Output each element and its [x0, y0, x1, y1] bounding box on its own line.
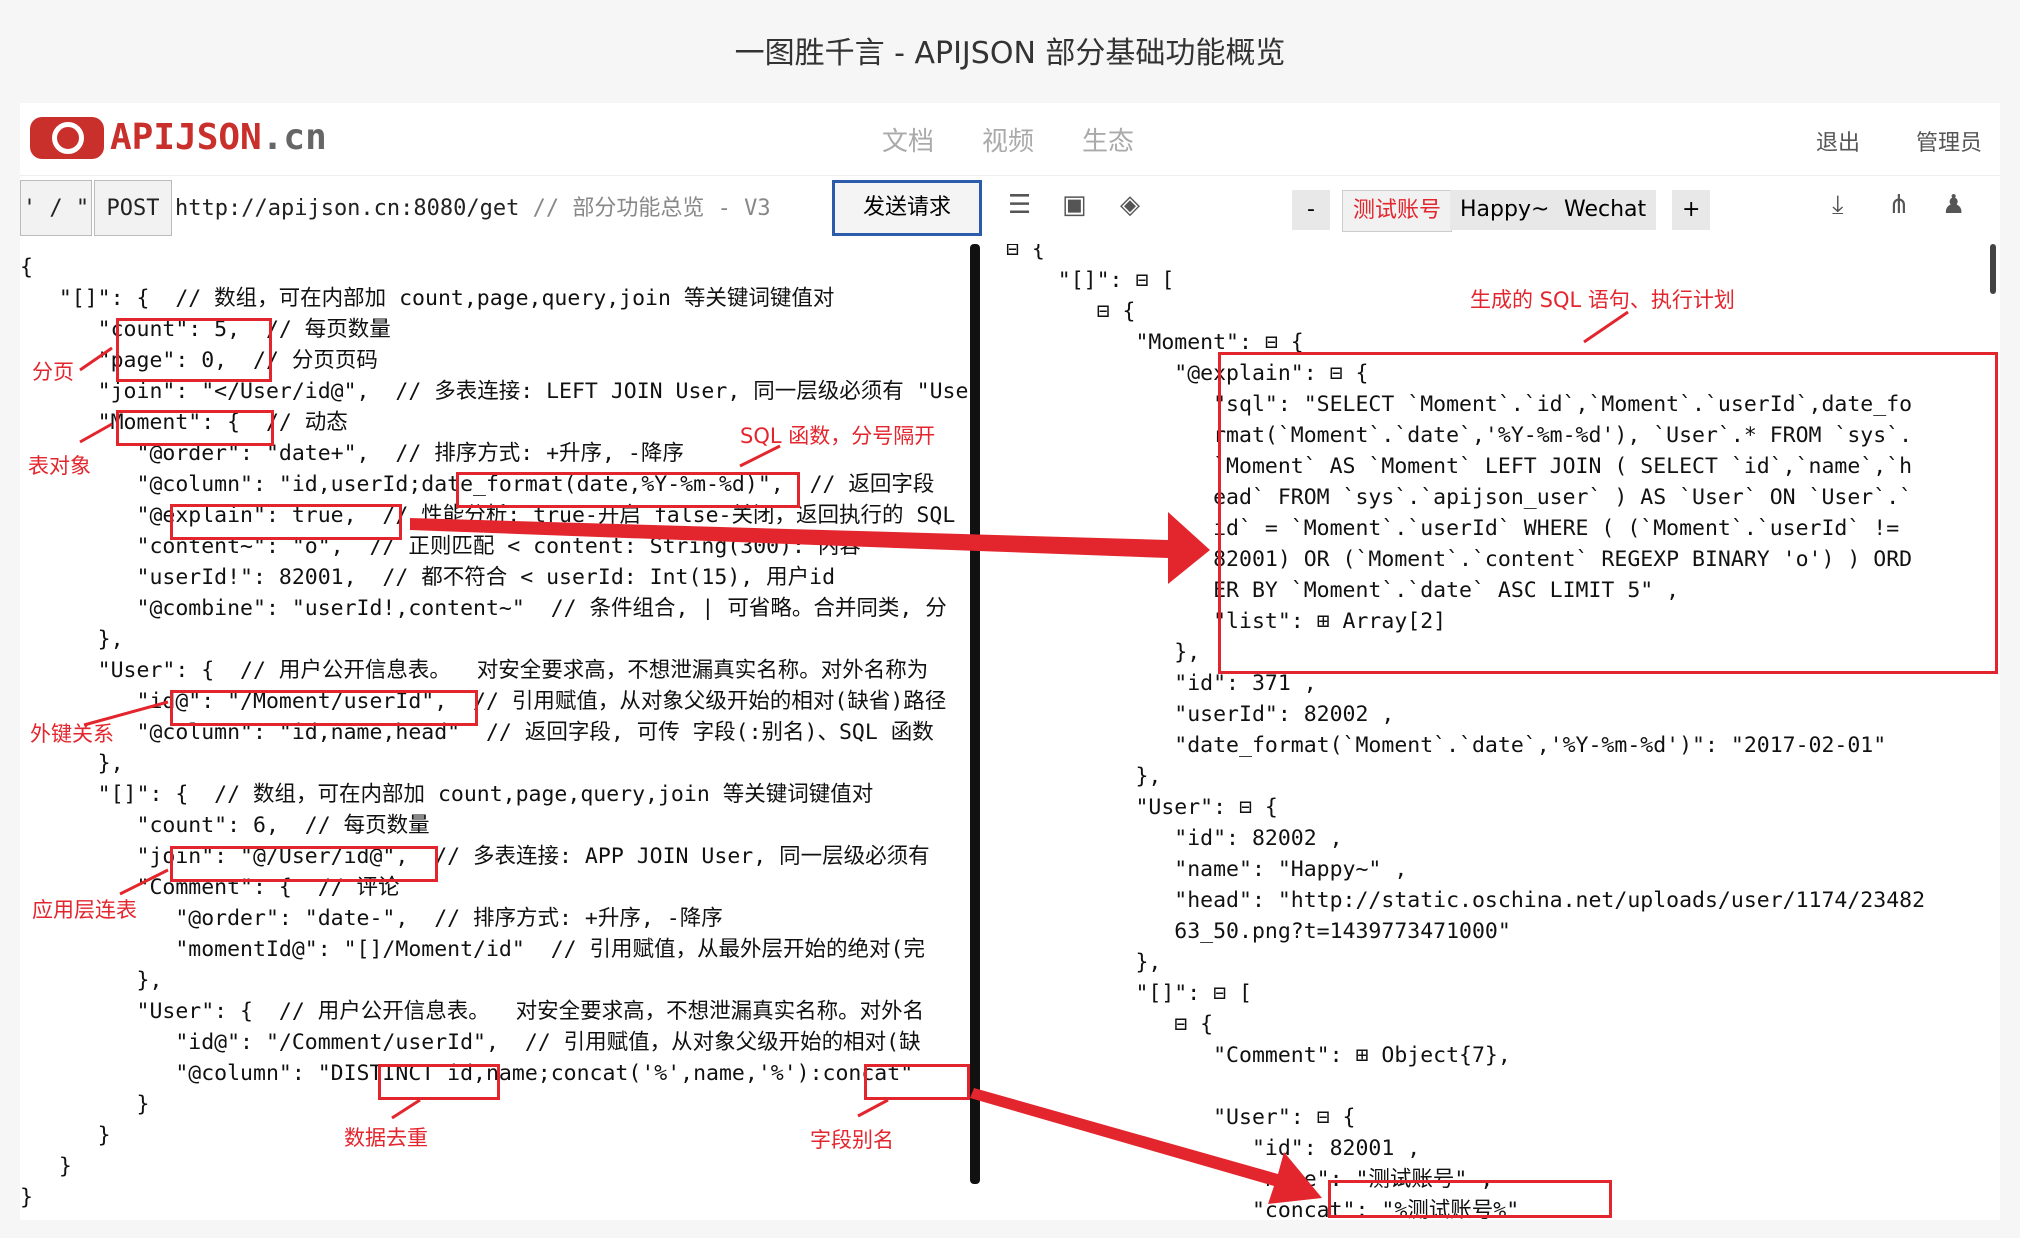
account-tab-happy[interactable]: Happy~: [1450, 190, 1560, 230]
annotation-field-alias: 字段别名: [810, 1128, 894, 1152]
add-account-button[interactable]: +: [1672, 190, 1710, 230]
highlight-sql-function: [456, 472, 800, 508]
app-frame: [20, 103, 2000, 1220]
response-scrollbar[interactable]: [1990, 244, 1996, 294]
page-title: 一图胜千言 - APIJSON 部分基础功能概览: [734, 36, 1286, 71]
nav-ecosystem[interactable]: 生态: [1082, 127, 1135, 157]
list-icon[interactable]: ☰: [1008, 190, 1032, 220]
highlight-alias: [864, 1064, 970, 1100]
logo-icon[interactable]: [30, 117, 104, 159]
send-request-button[interactable]: 发送请求: [832, 180, 982, 236]
url-text: http://apijson.cn:8080/get: [175, 196, 520, 221]
highlight-moment: [116, 410, 274, 446]
account-tab-test[interactable]: 测试账号: [1342, 190, 1453, 232]
remove-account-button[interactable]: -: [1292, 190, 1330, 230]
save-icon[interactable]: ▣: [1062, 190, 1087, 220]
request-editor[interactable]: { "[]": { // 数组，可在内部加 count,page,query,j…: [20, 244, 980, 1220]
download-icon[interactable]: ⤓: [1832, 190, 1844, 220]
share-icon[interactable]: ⋔: [1888, 190, 1910, 220]
logo-text[interactable]: APIJSON.cn: [110, 117, 327, 158]
logo-name: APIJSON: [110, 117, 262, 158]
quote-toggle-button[interactable]: ' / ": [20, 180, 92, 236]
pane-divider[interactable]: [970, 244, 980, 1184]
logout-link[interactable]: 退出: [1816, 131, 1861, 156]
url-comment: // 部分功能总览 - V3: [532, 196, 771, 221]
url-input[interactable]: http://apijson.cn:8080/get // 部分功能总览 - V…: [175, 190, 771, 222]
response-code: ⊟ { "[]": ⊟ [ ⊟ { "Moment": ⊟ { "@explai…: [1006, 244, 1926, 1220]
highlight-explain-result: [1218, 352, 1998, 674]
highlight-distinct: [378, 1064, 500, 1100]
annotation-pagination: 分页: [32, 360, 74, 384]
annotation-table-object: 表对象: [28, 454, 91, 478]
annotation-distinct: 数据去重: [344, 1126, 428, 1150]
account-tab-wechat[interactable]: Wechat: [1554, 190, 1657, 230]
request-code[interactable]: { "[]": { // 数组，可在内部加 count,page,query,j…: [20, 255, 980, 1210]
nav-videos[interactable]: 视频: [982, 127, 1035, 157]
annotation-app-join: 应用层连表: [32, 898, 137, 922]
layers-icon[interactable]: ◈: [1120, 190, 1140, 220]
admin-link[interactable]: 管理员: [1916, 131, 1983, 156]
highlight-pagination: [116, 318, 272, 382]
annotation-sql-plan: 生成的 SQL 语句、执行计划: [1470, 288, 1735, 312]
highlight-app-join: [170, 846, 438, 882]
response-viewer[interactable]: ⊟ { "[]": ⊟ [ ⊟ { "Moment": ⊟ { "@explai…: [1000, 244, 2000, 1220]
annotation-sql-function: SQL 函数，分号隔开: [740, 424, 936, 448]
method-button[interactable]: POST: [94, 180, 172, 236]
shirt-icon[interactable]: ♟: [1942, 190, 1966, 220]
logo-tld: .cn: [261, 117, 327, 158]
annotation-foreign-key: 外键关系: [30, 722, 114, 746]
app-header: APIJSON.cn 文档 视频 生态 退出 管理员: [20, 103, 2000, 176]
highlight-foreign-key: [170, 690, 478, 726]
highlight-concat-result: [1328, 1180, 1612, 1218]
request-toolbar: ' / " POST http://apijson.cn:8080/get //…: [20, 176, 2000, 244]
highlight-explain: [170, 504, 402, 540]
nav-docs[interactable]: 文档: [882, 127, 935, 157]
